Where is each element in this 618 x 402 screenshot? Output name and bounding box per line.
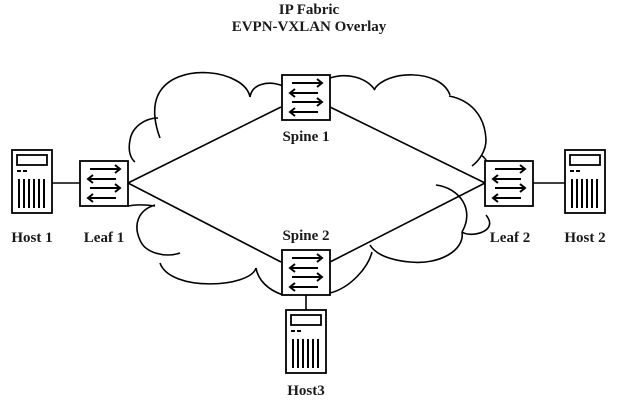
spine1-node[interactable] <box>281 74 331 121</box>
link-spine2-leaf2 <box>329 182 486 263</box>
links <box>52 106 565 310</box>
server-icon <box>11 149 53 214</box>
switch-icon <box>484 160 534 207</box>
host2-label: Host 2 <box>564 230 605 246</box>
link-spine1-leaf2 <box>329 106 486 184</box>
title-line2: EVPN-VXLAN Overlay <box>232 19 387 35</box>
title-line1: IP Fabric <box>279 2 340 18</box>
spine1-label: Spine 1 <box>282 129 329 145</box>
leaf2-label: Leaf 2 <box>490 230 530 246</box>
switch-icon <box>79 160 129 207</box>
spine2-node[interactable] <box>281 249 331 296</box>
server-icon <box>564 149 606 214</box>
leaf2-node[interactable] <box>484 160 534 207</box>
cloud-shape <box>127 71 491 296</box>
leaf1-label: Leaf 1 <box>84 230 124 246</box>
link-leaf1-spine1 <box>127 106 282 184</box>
host1-node[interactable] <box>11 149 53 214</box>
host3-label: Host3 <box>287 383 325 399</box>
leaf1-node[interactable] <box>79 160 129 207</box>
spine2-label: Spine 2 <box>282 228 329 244</box>
switch-icon <box>281 249 331 296</box>
host2-node[interactable] <box>564 149 606 214</box>
server-icon <box>285 309 327 374</box>
switch-icon <box>281 74 331 121</box>
link-leaf1-spine2 <box>127 182 282 263</box>
host3-node[interactable] <box>285 309 327 374</box>
host1-label: Host 1 <box>11 230 52 246</box>
